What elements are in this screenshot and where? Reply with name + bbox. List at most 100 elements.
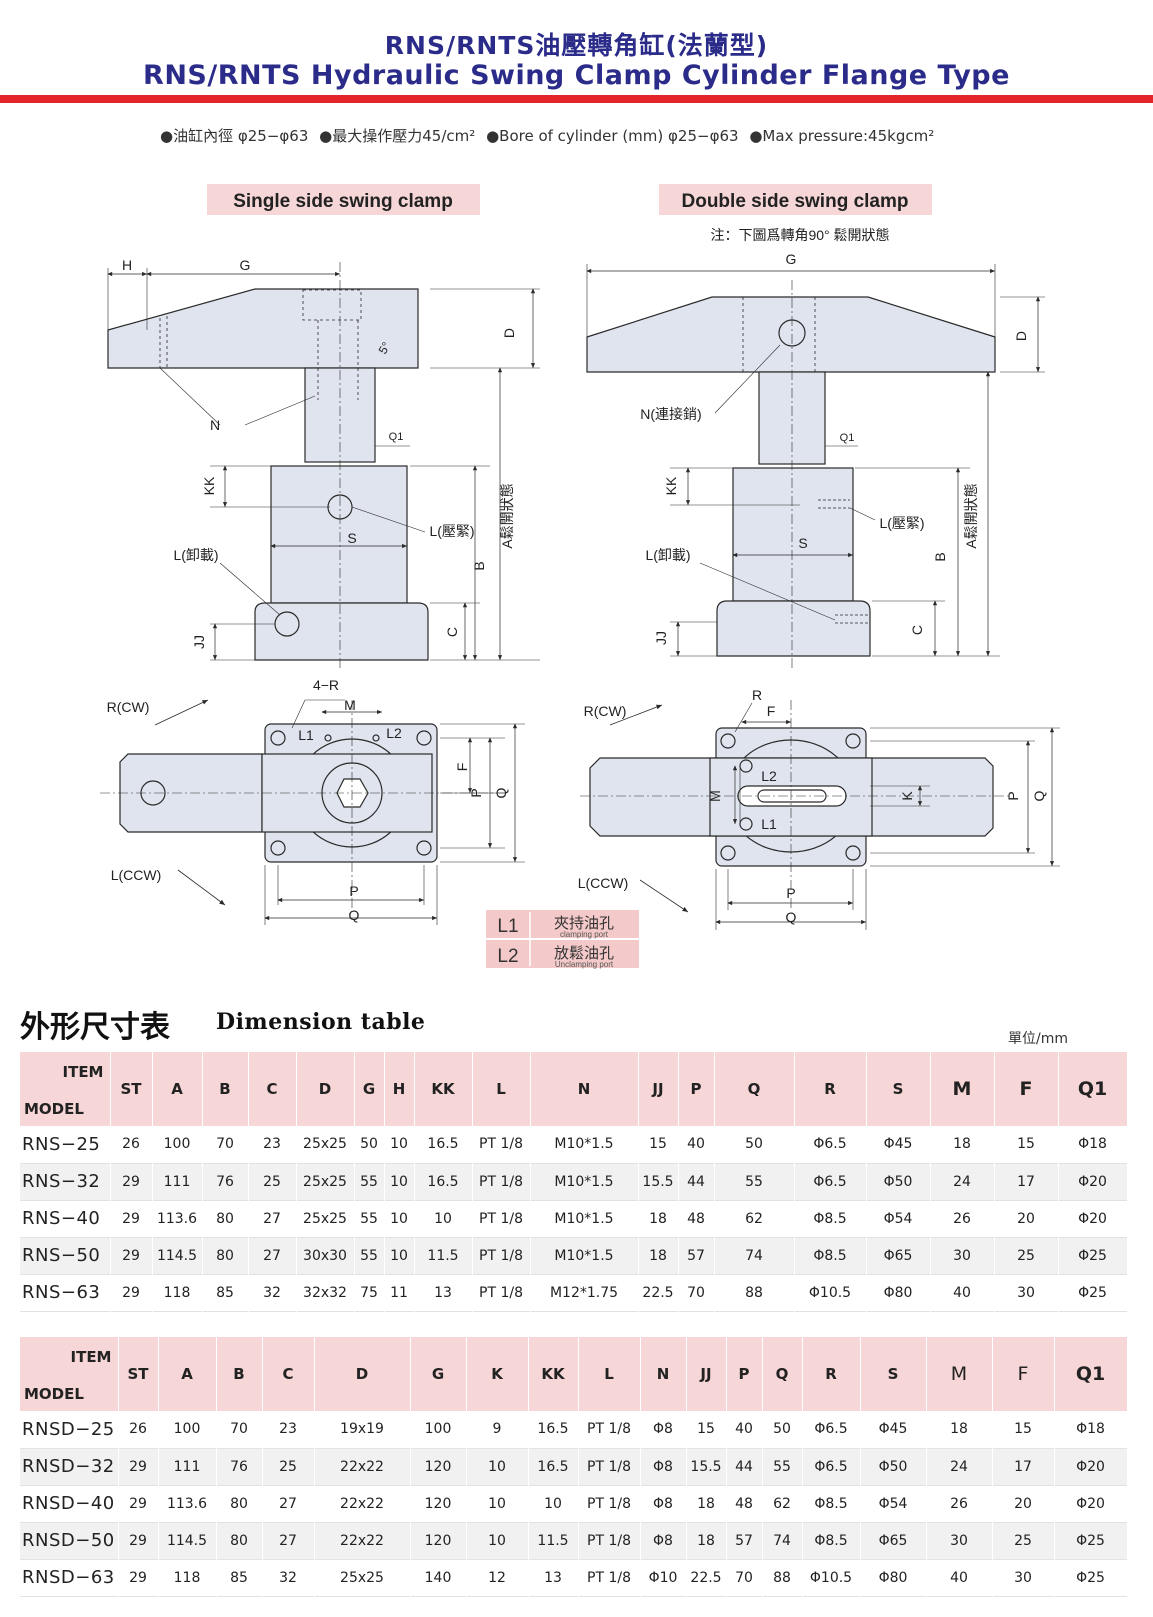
col-header: F [992,1337,1055,1411]
dbl-top-label-l2: L2 [761,768,777,784]
model-cell: RNS−25 [20,1126,111,1163]
table-cell: Φ8.5 [794,1237,867,1274]
table-cell: 30 [992,1559,1055,1596]
table-cell: 57 [726,1522,763,1559]
table-cell: 11.5 [528,1522,579,1559]
table-cell: 29 [118,1448,159,1485]
dim-label-a: A鬆開狀態 [499,483,515,548]
table-cell: 10 [528,1485,579,1522]
col-header: C [262,1337,315,1411]
top-label-l2: L2 [386,725,402,741]
double-flange [716,600,871,657]
table-cell: 50 [354,1126,385,1163]
dbl-dim-label-s: S [798,535,807,551]
page-title-en: RNS/RNTS Hydraulic Swing Clamp Cylinder … [143,60,1010,91]
top-label-q: Q [493,787,509,798]
table-cell: 26 [110,1126,153,1163]
col-header: M [930,1052,995,1126]
col-header: Q1 [1058,1052,1128,1126]
table-cell: PT 1/8 [578,1411,641,1448]
table-cell: 88 [714,1274,795,1311]
table-cell: 29 [118,1485,159,1522]
corner-item: ITEM [62,1063,104,1081]
dbl-top-label-p: P [1005,791,1021,800]
legend-l2-code: L2 [497,946,518,967]
table-cell: 120 [410,1485,467,1522]
table-cell: 113.6 [158,1485,217,1522]
table-cell: 55 [714,1163,795,1200]
table-cell: 88 [762,1559,803,1596]
table-cell: Φ50 [866,1163,931,1200]
table-cell: Φ80 [866,1274,931,1311]
table-cell: 16.5 [414,1163,473,1200]
table-cell: 74 [714,1237,795,1274]
dim-label-n: N [210,417,220,433]
table-cell: 100 [152,1126,203,1163]
table-cell: 25x25 [296,1126,355,1163]
dim-label-c: C [444,627,460,637]
table-cell: PT 1/8 [578,1559,641,1596]
table-cell: 10 [384,1126,415,1163]
model-cell: RNSD−32 [20,1448,119,1485]
table-cell: 40 [726,1411,763,1448]
table-cell: 40 [926,1559,993,1596]
col-header: K [466,1337,529,1411]
table-cell: Φ8 [640,1411,687,1448]
table-cell: 120 [410,1448,467,1485]
col-header: JJ [686,1337,727,1411]
legend-l2-en: Unclamping port [555,960,614,969]
table-cell: M10*1.5 [530,1237,639,1274]
table-cell: 48 [678,1200,715,1237]
table-cell: Φ8 [640,1522,687,1559]
table-cell: 22x22 [314,1522,411,1559]
table-cell: 10 [466,1485,529,1522]
table-cell: Φ6.5 [794,1163,867,1200]
table-cell: 24 [930,1163,995,1200]
table-cell: 12 [466,1559,529,1596]
table-cell: 29 [110,1200,153,1237]
spec-pressure-en: ●Max pressure:45kgcm² [749,127,935,145]
model-cell: RNSD−63 [20,1559,119,1596]
unit-label: 單位/mm [1008,1031,1068,1047]
dbl-label-l-ccw: L(CCW) [578,875,629,891]
table-cell: Φ6.5 [802,1448,861,1485]
table-cell: 80 [202,1200,249,1237]
table-cell: 10 [384,1237,415,1274]
table-cell: Φ18 [1054,1411,1128,1448]
col-header: G [354,1052,385,1126]
col-header: L [472,1052,531,1126]
single-clamp-arm [107,288,419,369]
table-cell: Φ6.5 [794,1126,867,1163]
table-cell: Φ50 [860,1448,927,1485]
top-label-q-bottom: Q [349,907,360,923]
label-4r: 4−R [313,677,339,693]
single-title: Single side swing clamp [233,191,453,212]
table-cell: 74 [762,1522,803,1559]
col-header: R [802,1337,861,1411]
table-cell: 9 [466,1411,529,1448]
table-cell: 140 [410,1559,467,1596]
single-flange [254,602,429,661]
dim-label-h: H [122,257,132,273]
col-header: H [384,1052,415,1126]
table-cell: 15 [638,1126,679,1163]
table-cell: Φ25 [1054,1559,1128,1596]
dbl-label-l-unload: L(卸載) [645,547,690,563]
dim-label-d: D [501,328,517,338]
table-cell: Φ25 [1054,1522,1128,1559]
dbl-dim-label-d: D [1013,331,1029,341]
table-cell: Φ20 [1054,1448,1128,1485]
table-cell: 44 [726,1448,763,1485]
table-cell: 85 [202,1274,249,1311]
col-header: P [726,1337,763,1411]
col-header: F [994,1052,1059,1126]
table-cell: 25 [994,1237,1059,1274]
table-cell: 27 [262,1485,315,1522]
